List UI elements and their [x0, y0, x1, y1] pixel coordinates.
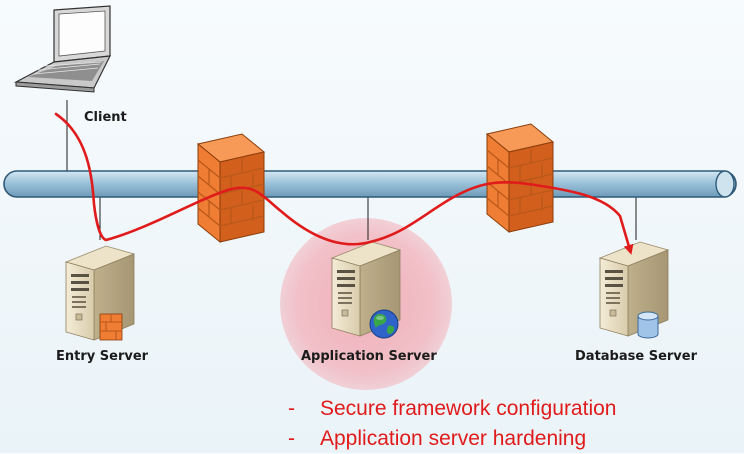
server-icon-database — [599, 241, 669, 339]
bullet-dash: - — [288, 397, 295, 420]
globe-icon — [369, 309, 399, 339]
laptop-icon — [13, 5, 112, 93]
server-icon-entry — [65, 245, 135, 341]
bullet-dash: - — [288, 427, 295, 450]
entry-server-label: Entry Server — [56, 349, 149, 364]
server-icon-application — [331, 241, 401, 339]
request-path — [54, 112, 634, 255]
note-item: - Secure framework configuration — [288, 394, 616, 424]
note-text: Application server hardening — [320, 427, 587, 450]
database-server-label: Database Server — [575, 349, 698, 364]
firewall-icon-2 — [485, 123, 555, 234]
database-icon — [637, 311, 659, 339]
note-item: - Application server hardening — [288, 424, 616, 454]
application-server-label: Application Server — [301, 349, 437, 364]
hardening-notes: - Secure framework configuration - Appli… — [288, 394, 616, 454]
note-text: Secure framework configuration — [320, 397, 617, 420]
lock-icon — [99, 313, 123, 341]
firewall-icon-1 — [196, 133, 266, 244]
network-bus — [3, 170, 737, 198]
client-label: Client — [84, 110, 127, 125]
